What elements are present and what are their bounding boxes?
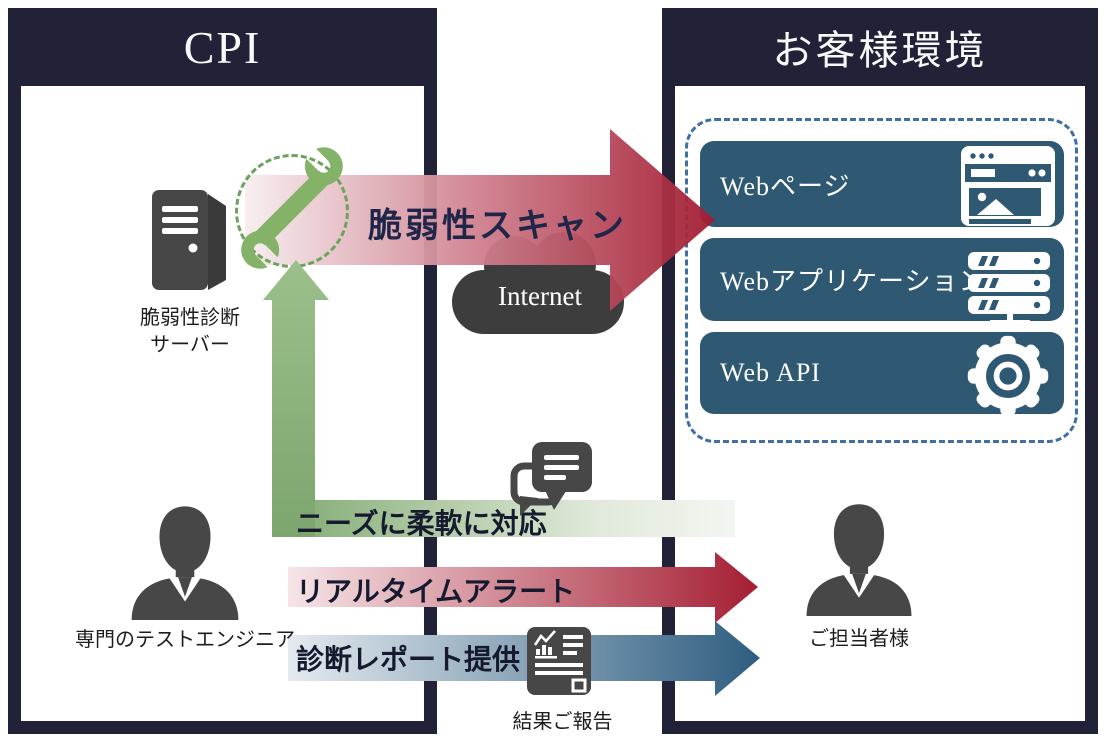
chat-bubbles-icon — [510, 442, 592, 516]
engineer-caption: 専門のテストエンジニア — [75, 629, 295, 651]
needs-arrow — [263, 260, 735, 537]
customer-targets-group-border — [685, 118, 1078, 443]
gear-icon — [967, 335, 1049, 417]
browser-icon — [961, 146, 1055, 226]
report-document-icon — [527, 627, 591, 695]
server-caption: 脆弱性診断 サーバー — [100, 305, 280, 359]
wrench-icon — [217, 133, 367, 283]
contact-caption: ご担当者様 — [809, 628, 909, 650]
target-box-web-application-label: Webアプリケーション — [720, 267, 986, 296]
customer-panel-header: お客様環境 — [662, 8, 1098, 86]
report-arrow-label: 診断レポート提供 — [296, 644, 521, 675]
engineer-person-icon — [131, 506, 239, 620]
customer-panel-title: お客様環境 — [772, 28, 988, 73]
server-caption-line1: 脆弱性診断 — [140, 307, 240, 329]
scan-arrow — [245, 129, 715, 311]
scan-arrow-label: 脆弱性スキャン — [368, 208, 627, 245]
server-caption-line2: サーバー — [150, 334, 230, 356]
report-arrow — [288, 621, 760, 696]
alert-arrow-label: リアルタイムアラート — [296, 576, 576, 607]
cpi-panel-title: CPI — [183, 21, 262, 73]
server-rack-icon — [968, 252, 1050, 324]
target-box-web-api-label: Web API — [720, 358, 821, 387]
server-tower-icon — [152, 190, 226, 290]
needs-arrow-label: ニーズに柔軟に対応 — [296, 508, 547, 539]
target-box-web-page-label: Webページ — [720, 171, 851, 201]
report-result-caption: 結果ご報告 — [512, 711, 613, 733]
internet-label: Internet — [498, 281, 582, 311]
alert-arrow — [288, 552, 758, 623]
contact-person-icon — [806, 504, 912, 616]
cpi-panel-header: CPI — [8, 8, 437, 86]
